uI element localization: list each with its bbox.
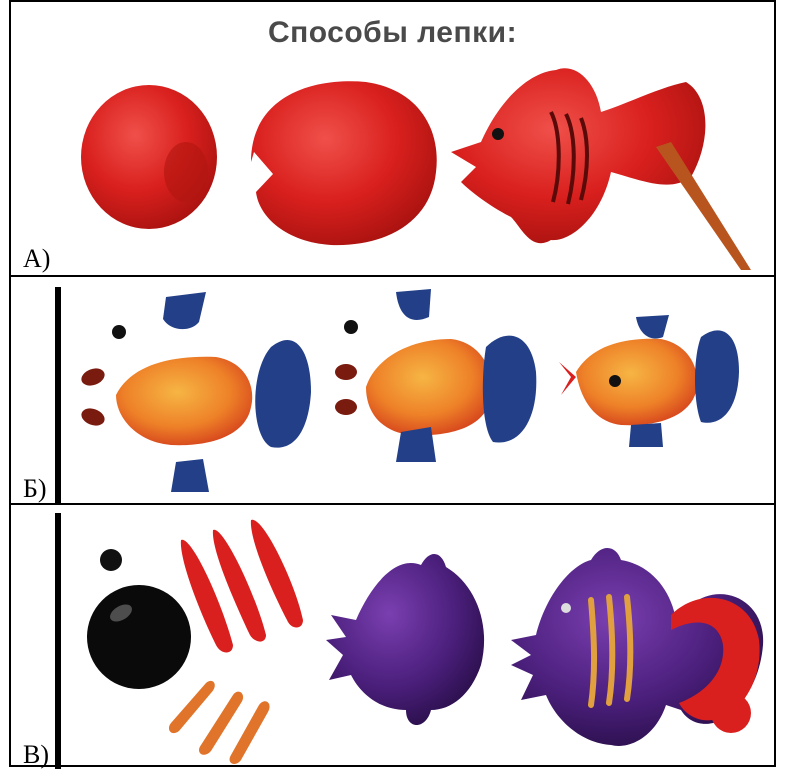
row-c-illustration bbox=[11, 505, 774, 769]
row-b-illustration bbox=[11, 277, 774, 503]
row-b: Б) bbox=[11, 275, 774, 503]
red-fish bbox=[451, 68, 751, 270]
black-ball bbox=[87, 585, 191, 689]
purple-body bbox=[326, 554, 484, 725]
row-c: В) bbox=[11, 503, 774, 769]
orange-body bbox=[116, 357, 252, 445]
row-a-label: А) bbox=[23, 245, 50, 273]
clay-oval bbox=[251, 81, 437, 245]
blue-tail-piece bbox=[255, 340, 311, 448]
row-b-label: Б) bbox=[23, 475, 47, 503]
row-c-label: В) bbox=[23, 741, 49, 769]
row-a-illustration bbox=[11, 2, 774, 273]
row-a: Способы лепки: bbox=[11, 2, 774, 273]
figure-table: Способы лепки: bbox=[9, 0, 776, 767]
